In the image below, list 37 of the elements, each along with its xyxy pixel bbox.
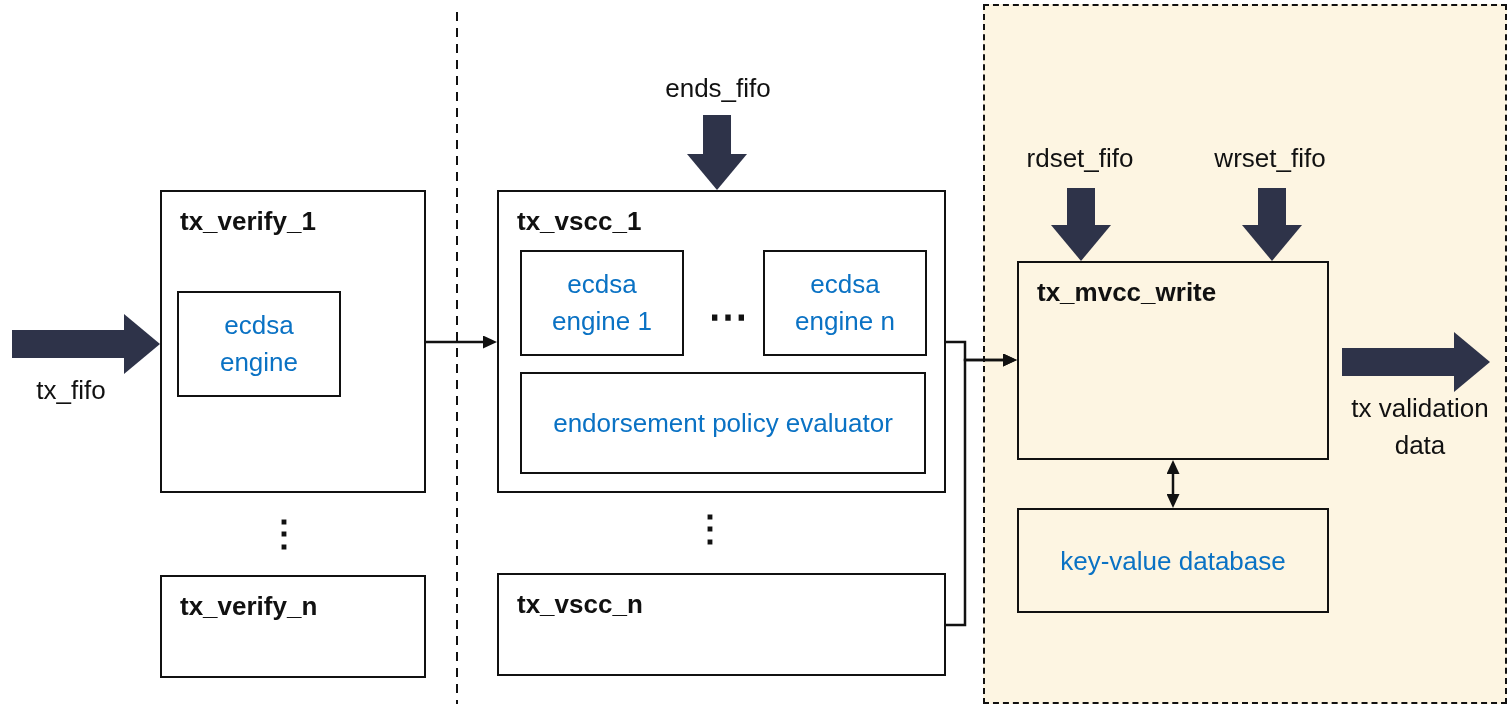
component-label: endorsement policy evaluator bbox=[552, 406, 894, 440]
module-title: tx_mvcc_write bbox=[1037, 277, 1217, 308]
process-box bbox=[1017, 261, 1329, 460]
module-title: tx_vscc_n bbox=[517, 589, 643, 620]
edge-label: wrset_fifo bbox=[1213, 142, 1327, 175]
edge-label: tx_fifo bbox=[35, 374, 107, 407]
block-arrow bbox=[687, 115, 747, 190]
component-box bbox=[1017, 508, 1329, 613]
component-box bbox=[177, 291, 341, 397]
process-box bbox=[497, 573, 946, 676]
component-label: ecdsa engine n bbox=[794, 268, 896, 338]
component-label: key-value database bbox=[1059, 544, 1287, 577]
region-panel bbox=[983, 4, 1507, 704]
component-box bbox=[520, 250, 684, 356]
block-arrow bbox=[1342, 332, 1490, 392]
component-label: ecdsa engine bbox=[218, 309, 300, 379]
block-arrow bbox=[1242, 188, 1302, 261]
component-label: ecdsa engine 1 bbox=[551, 268, 653, 338]
process-box bbox=[160, 575, 426, 678]
module-title: tx_verify_1 bbox=[180, 206, 316, 237]
block-arrow bbox=[1051, 188, 1111, 261]
arrow bbox=[1166, 460, 1180, 508]
process-box bbox=[160, 190, 426, 493]
process-box bbox=[497, 190, 946, 493]
ellipsis-mark: ⋯ bbox=[708, 298, 748, 335]
component-box bbox=[520, 372, 926, 474]
module-title: tx_verify_n bbox=[180, 591, 318, 622]
edge-label: rdset_fifo bbox=[1025, 142, 1135, 175]
ellipsis-mark: ⋮ bbox=[692, 510, 728, 547]
component-box bbox=[763, 250, 927, 356]
ellipsis-mark: ⋮ bbox=[266, 515, 302, 552]
edge-label: tx validation data bbox=[1350, 392, 1490, 462]
arrow bbox=[426, 335, 497, 349]
module-title: tx_vscc_1 bbox=[517, 206, 642, 237]
arrow bbox=[946, 353, 1017, 627]
edge-label: ends_fifo bbox=[664, 72, 772, 105]
block-arrow bbox=[12, 314, 160, 374]
